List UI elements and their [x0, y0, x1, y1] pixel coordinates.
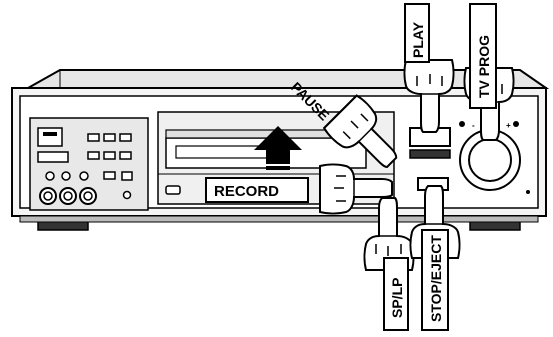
record-label: RECORD — [214, 183, 279, 200]
power-button[interactable] — [38, 128, 62, 146]
svg-text:-: - — [472, 121, 475, 130]
stop-eject-label: STOP/EJECT — [428, 235, 444, 322]
play-label: PLAY — [410, 21, 426, 58]
svg-text:+: + — [506, 121, 511, 130]
left-control-panel — [30, 118, 148, 210]
record-slot — [410, 150, 450, 158]
tv-prog-label: TV PROG — [476, 35, 492, 98]
sp-lp-label: SP/LP — [389, 278, 405, 318]
